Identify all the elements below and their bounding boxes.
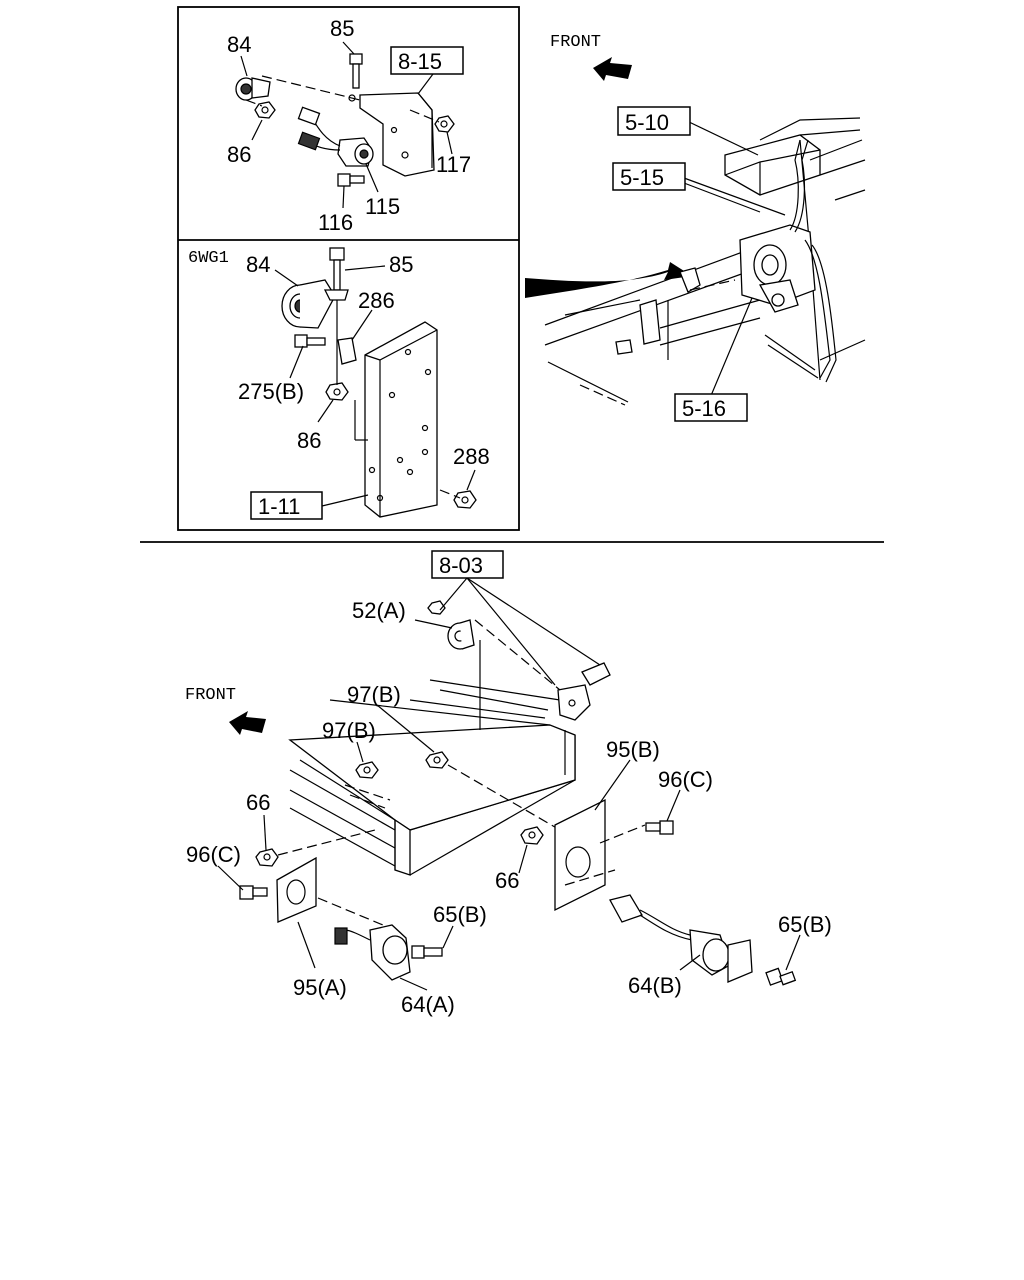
ref-5-10: 5-10 bbox=[625, 110, 669, 135]
part-84 bbox=[235, 77, 271, 101]
callout-84-b: 84 bbox=[246, 252, 270, 277]
callout-52a: 52(A) bbox=[352, 598, 406, 623]
vehicle-frame-view bbox=[544, 117, 866, 406]
bolt-96c-left bbox=[239, 885, 268, 900]
inset-frame bbox=[177, 6, 520, 531]
callout-86: 86 bbox=[227, 142, 251, 167]
bracket-assembly-6wg1 bbox=[274, 247, 477, 518]
ref-box-5-10 bbox=[617, 106, 691, 136]
bolt-85 bbox=[349, 53, 363, 89]
connector-64b bbox=[609, 894, 797, 986]
front-arrow-icon bbox=[229, 711, 266, 735]
callout-275b: 275(B) bbox=[238, 379, 304, 404]
bracket-assembly-upper bbox=[235, 41, 455, 209]
callout-65b-left: 65(B) bbox=[433, 902, 487, 927]
front-label-bottom: FRONT bbox=[185, 686, 236, 705]
part-84-b bbox=[281, 279, 336, 329]
callout-286: 286 bbox=[358, 288, 395, 313]
callout-66-left: 66 bbox=[246, 790, 270, 815]
callout-84: 84 bbox=[227, 32, 251, 57]
cross-member-assembly bbox=[217, 577, 801, 991]
callout-85: 85 bbox=[330, 16, 354, 41]
bolt-275b bbox=[294, 334, 326, 348]
callout-288: 288 bbox=[453, 444, 490, 469]
front-arrow-icon bbox=[593, 57, 632, 81]
ref-8-03: 8-03 bbox=[439, 553, 483, 578]
ref-5-16: 5-16 bbox=[682, 396, 726, 421]
callout-86-b: 86 bbox=[297, 428, 321, 453]
ref-box-5-15 bbox=[612, 162, 686, 191]
callout-97b-1: 97(B) bbox=[347, 682, 401, 707]
variant-label: 6WG1 bbox=[188, 249, 229, 268]
rubber-mount-52a bbox=[427, 600, 475, 650]
ref-5-15: 5-15 bbox=[620, 165, 664, 190]
callout-65b-right: 65(B) bbox=[778, 912, 832, 937]
bolt-85-b bbox=[323, 247, 349, 301]
callout-115: 115 bbox=[365, 194, 400, 219]
callout-66-right: 66 bbox=[495, 868, 519, 893]
ref-box-1-11 bbox=[250, 491, 323, 520]
callout-95b: 95(B) bbox=[606, 737, 660, 762]
callout-96c-left: 96(C) bbox=[186, 842, 241, 867]
bolt-116 bbox=[337, 173, 365, 187]
ref-box-8-15 bbox=[390, 46, 464, 75]
callout-85-b: 85 bbox=[389, 252, 413, 277]
callout-95a: 95(A) bbox=[293, 975, 347, 1000]
connector-64a bbox=[334, 924, 443, 981]
callout-97b-2: 97(B) bbox=[322, 718, 376, 743]
callout-116: 116 bbox=[318, 210, 353, 235]
ref-box-8-03 bbox=[431, 550, 504, 579]
callout-96c-right: 96(C) bbox=[658, 767, 713, 792]
bolt-96c-right bbox=[645, 820, 674, 835]
ref-8-15: 8-15 bbox=[398, 49, 442, 74]
ref-box-5-16 bbox=[674, 393, 748, 422]
front-label-top: FRONT bbox=[550, 33, 601, 52]
pointer-arrow bbox=[525, 262, 692, 298]
sensor-115 bbox=[297, 106, 374, 167]
callout-117: 117 bbox=[436, 152, 471, 177]
ref-1-11: 1-11 bbox=[258, 494, 300, 519]
callout-64a: 64(A) bbox=[401, 992, 455, 1017]
callout-64b: 64(B) bbox=[628, 973, 682, 998]
